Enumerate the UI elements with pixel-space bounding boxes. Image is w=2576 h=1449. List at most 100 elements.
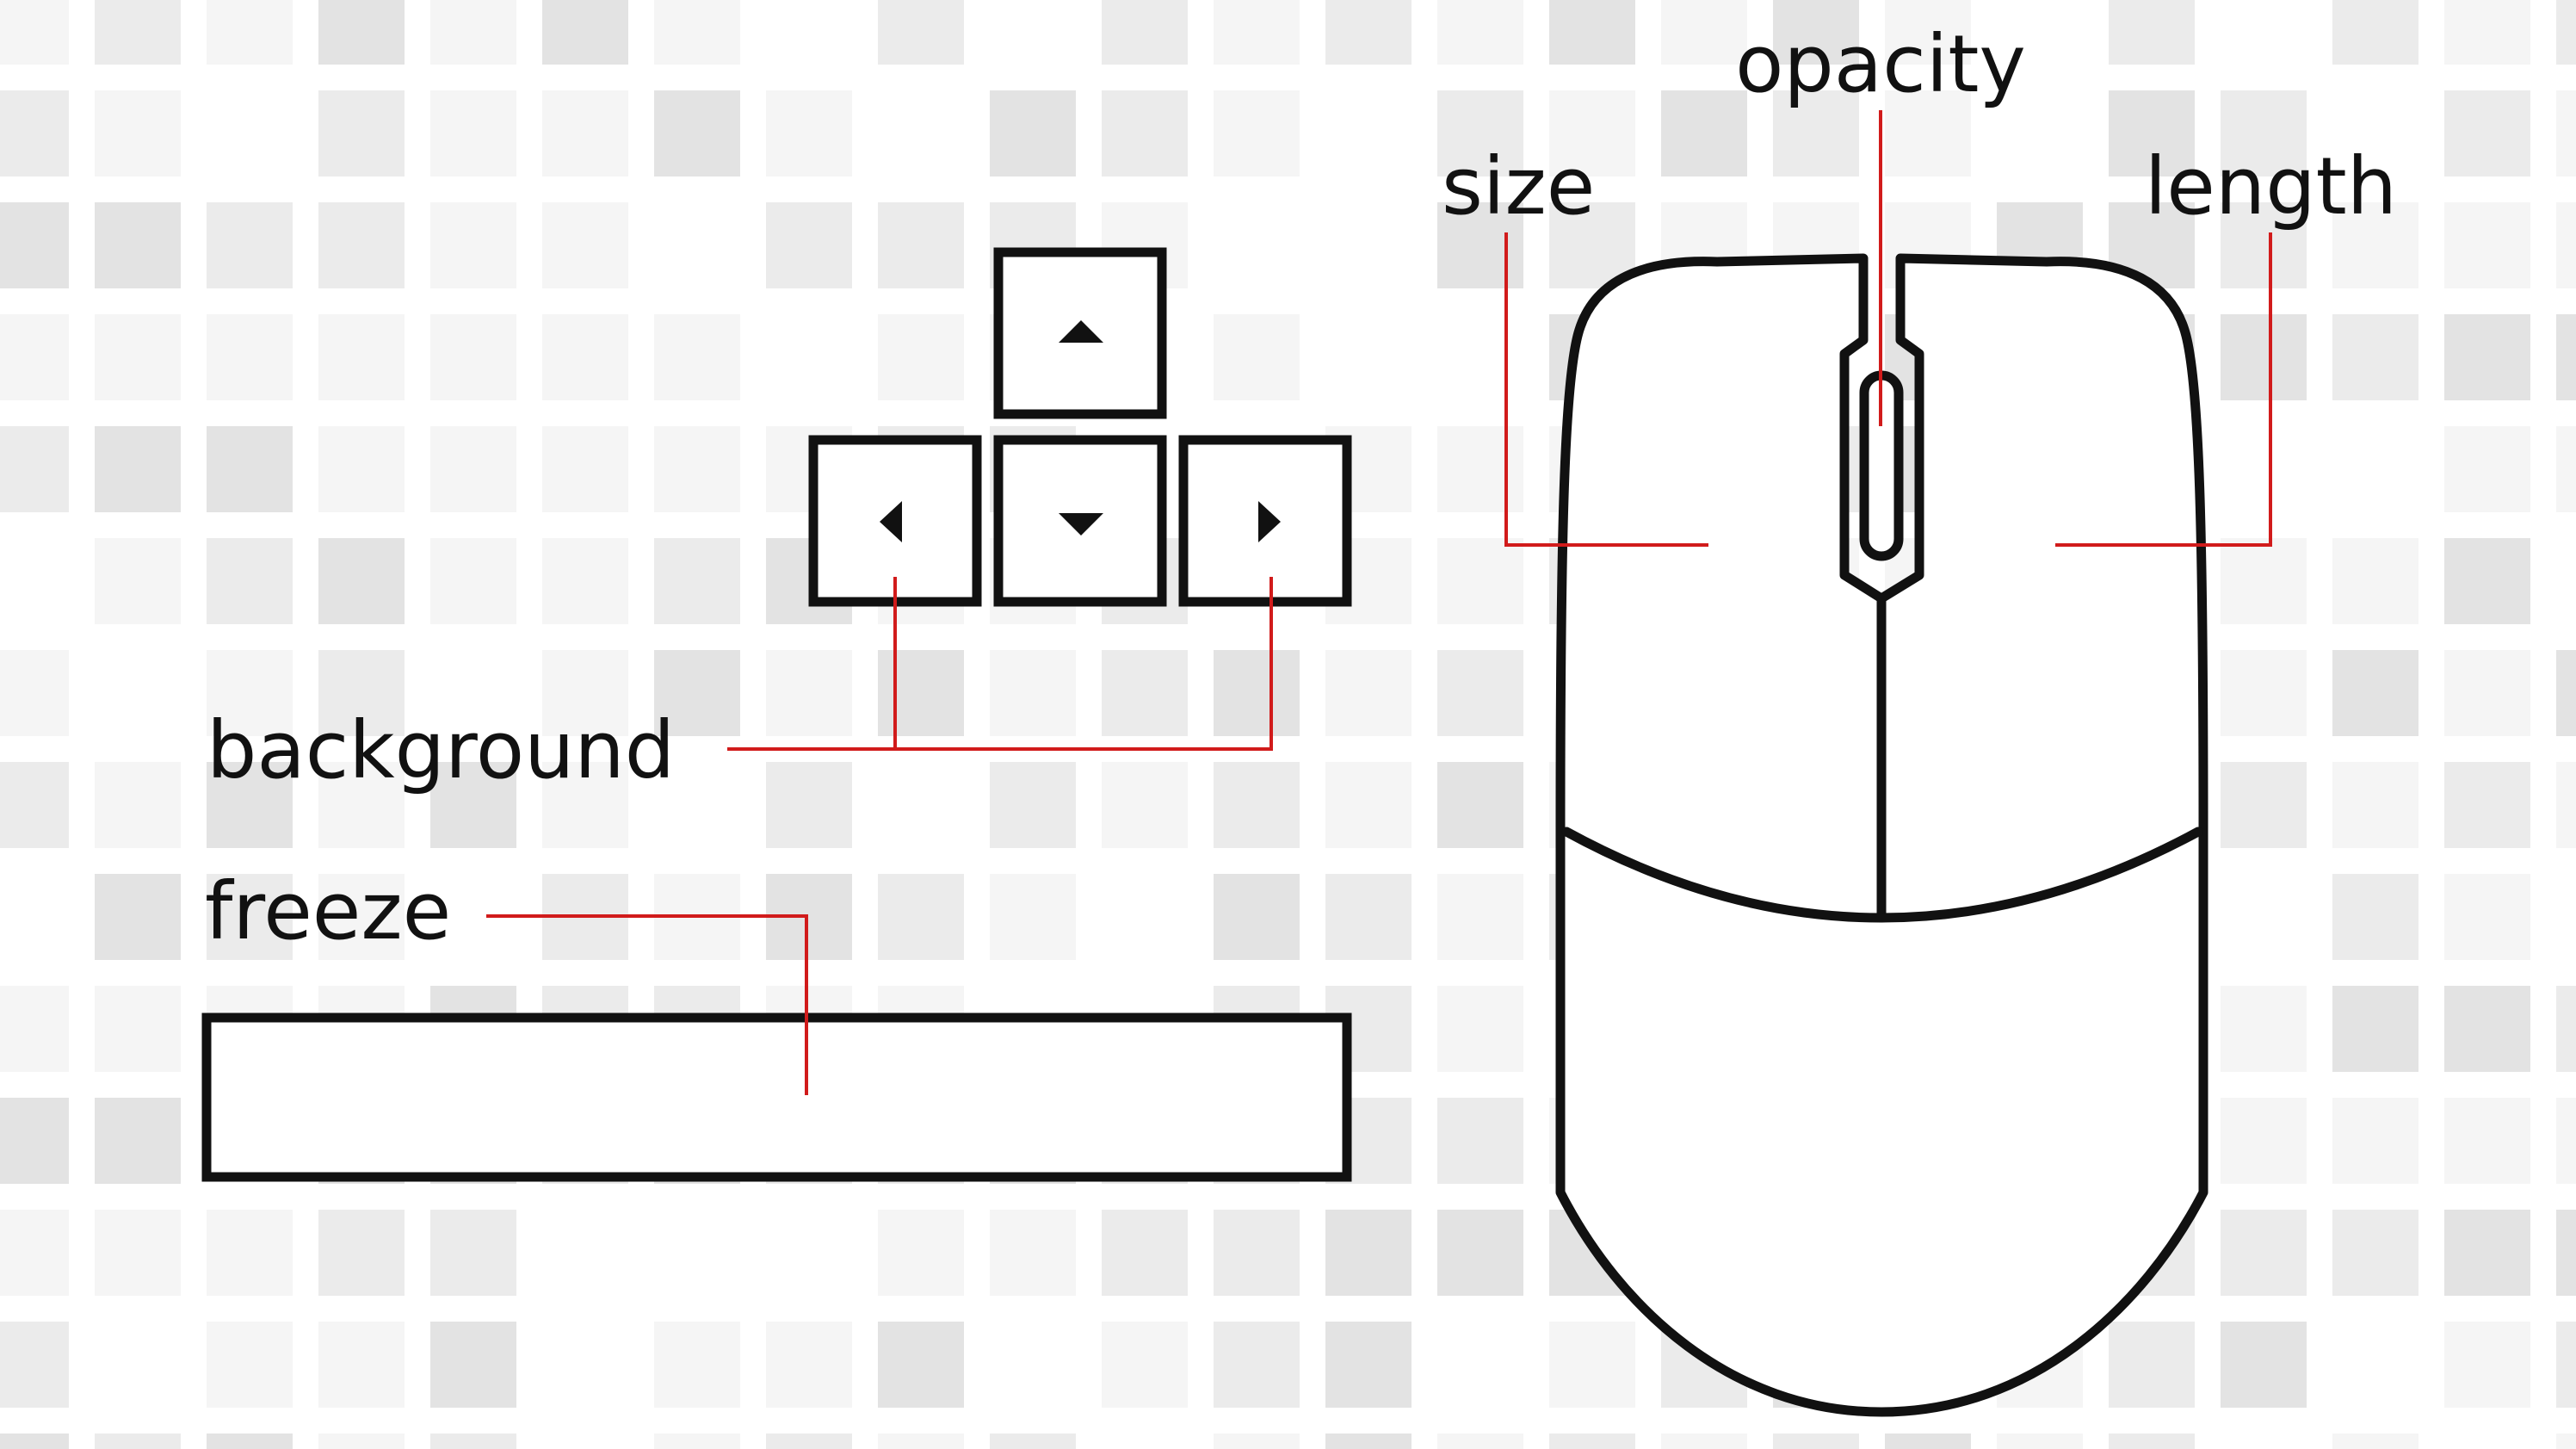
background-tile — [207, 650, 293, 736]
background-tile — [654, 426, 740, 512]
background-tile — [766, 762, 852, 848]
background-tile — [654, 0, 740, 65]
background-tile — [2221, 1098, 2307, 1184]
background-tile — [1885, 1434, 1971, 1449]
background-tile — [542, 650, 628, 736]
background-tile — [0, 1434, 69, 1449]
background-tile — [1102, 90, 1188, 176]
background-tile — [1214, 314, 1300, 400]
background-tile — [95, 1210, 181, 1296]
background-tile — [0, 0, 69, 65]
mouse-palm-line — [1561, 827, 2203, 923]
background-tile — [878, 1210, 964, 1296]
background-tile — [1102, 650, 1188, 736]
background-tile — [1325, 650, 1412, 736]
background-tile — [1325, 90, 1412, 176]
background-tile — [1325, 202, 1412, 288]
background-tile — [1325, 0, 1412, 65]
background-tile — [2109, 0, 2195, 65]
background-tile — [2556, 1322, 2576, 1408]
background-tile — [654, 90, 740, 176]
arrow-glyphs — [880, 320, 1281, 542]
background-tile — [318, 762, 405, 848]
background-tile — [990, 874, 1076, 960]
background-tile — [2444, 650, 2530, 736]
background-tile — [878, 762, 964, 848]
background-tile — [1214, 202, 1300, 288]
background-tile — [2332, 762, 2418, 848]
label-freeze: freeze — [205, 865, 451, 957]
background-tile — [2221, 1434, 2307, 1449]
leader-line-size — [1504, 232, 1708, 547]
background-tile — [0, 762, 69, 848]
background-tile — [318, 426, 405, 512]
background-tile — [95, 0, 181, 65]
background-tile — [207, 90, 293, 176]
mouse-icon — [1555, 253, 2208, 1417]
background-tile — [318, 538, 405, 624]
background-tile — [95, 314, 181, 400]
background-tile — [1661, 90, 1747, 176]
background-tile — [2332, 1210, 2418, 1296]
background-tile — [0, 986, 69, 1072]
background-tile — [1437, 90, 1523, 176]
background-tile — [878, 1322, 964, 1408]
label-size: size — [1442, 140, 1595, 232]
background-tile — [430, 762, 516, 848]
background-tile — [2444, 1322, 2530, 1408]
background-tile — [1325, 1322, 1412, 1408]
background-tile — [2332, 874, 2418, 960]
background-tile — [2444, 314, 2530, 400]
background-tile — [95, 538, 181, 624]
background-tile — [95, 1434, 181, 1449]
leader-lines — [486, 110, 2272, 1095]
background-tile — [2109, 1322, 2195, 1408]
background-tile — [2221, 762, 2307, 848]
background-tile — [2444, 1434, 2530, 1449]
background-tile — [2556, 762, 2576, 848]
background-tile — [1437, 0, 1523, 65]
background-tile — [654, 202, 740, 288]
background-tile — [1437, 874, 1523, 960]
background-tile — [766, 202, 852, 288]
background-tile — [1885, 0, 1971, 65]
background-tile — [766, 1322, 852, 1408]
background-tile — [2332, 314, 2418, 400]
background-tile — [318, 1322, 405, 1408]
background-tile — [542, 1322, 628, 1408]
background-tile — [1997, 1434, 2083, 1449]
background-tile — [95, 762, 181, 848]
background-tile — [2109, 90, 2195, 176]
background-tile — [2444, 0, 2530, 65]
background-tile — [430, 538, 516, 624]
background-tile — [1437, 650, 1523, 736]
background-tile — [2221, 90, 2307, 176]
background-tile — [95, 90, 181, 176]
background-tile — [430, 1434, 516, 1449]
background-tile — [1325, 1434, 1412, 1449]
background-tile — [2221, 874, 2307, 960]
background-tile — [2221, 1210, 2307, 1296]
background-tile — [878, 874, 964, 960]
background-tile — [1214, 874, 1300, 960]
up-arrow-glyph — [1059, 320, 1103, 343]
background-tile — [0, 426, 69, 512]
background-tile — [2444, 426, 2530, 512]
background-tile — [654, 762, 740, 848]
background-tile — [1214, 90, 1300, 176]
background-tile — [1773, 0, 1859, 65]
background-tile — [207, 1434, 293, 1449]
label-opacity: opacity — [1735, 18, 2026, 110]
background-tile — [2444, 1210, 2530, 1296]
background-tile — [1437, 986, 1523, 1072]
background-tile — [430, 90, 516, 176]
background-tile — [878, 1434, 964, 1449]
background-tile — [2332, 1434, 2418, 1449]
background-tile — [766, 0, 852, 65]
background-tile — [207, 314, 293, 400]
background-tile — [1214, 1210, 1300, 1296]
background-tile — [318, 1210, 405, 1296]
background-tile — [1661, 0, 1747, 65]
background-tile — [542, 314, 628, 400]
